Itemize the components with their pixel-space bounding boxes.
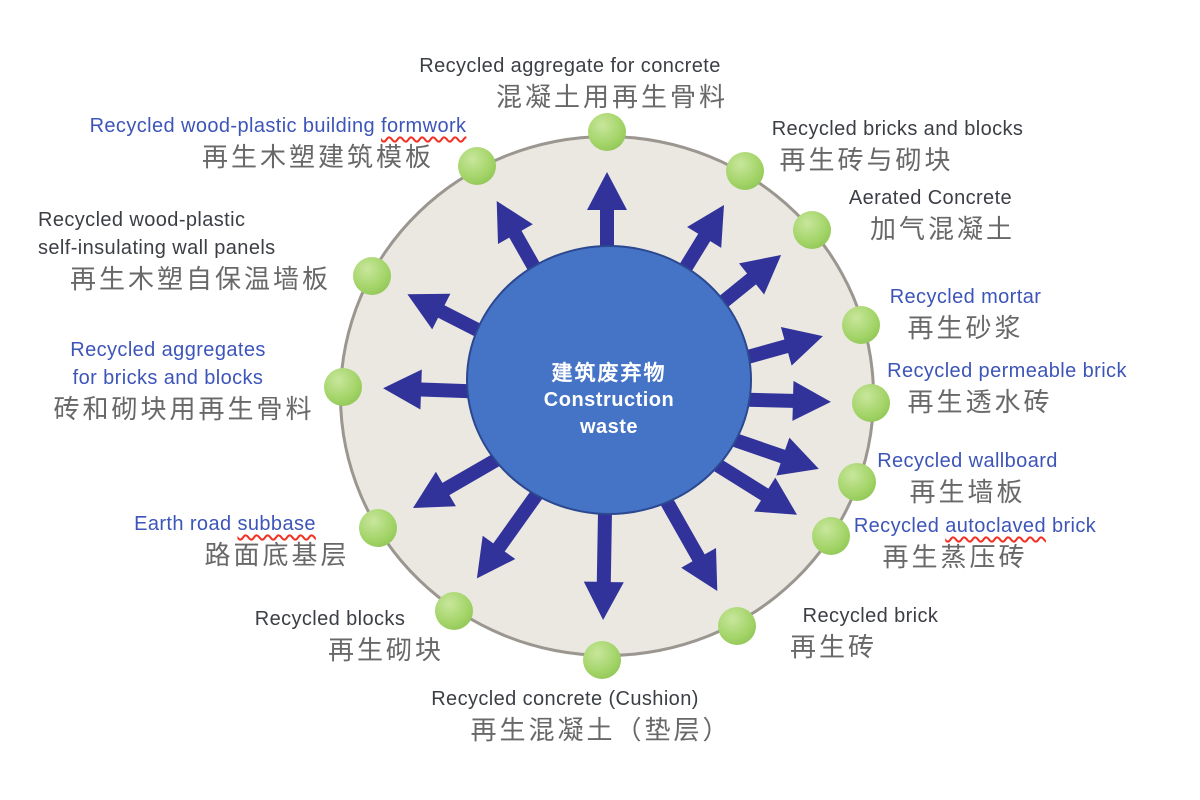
label-en: Recycled autoclaved brick [830, 512, 1120, 540]
node-dot [793, 210, 832, 249]
node-dot [359, 509, 398, 547]
label-zh: 砖和砌块用再生骨料 [53, 394, 315, 424]
label-recycled-permeable-brick: Recycled permeable brick 再生透水砖 [862, 357, 1152, 419]
hub-title-en-line2: waste [579, 415, 639, 438]
label-text: Recycled concrete (Cushion) [431, 688, 699, 710]
label-text: for bricks and blocks [72, 367, 264, 389]
label-text: Recycled blocks [254, 608, 406, 630]
label-recycled-concrete-cushion: Recycled concrete (Cushion) 再生混凝土（垫层） [390, 685, 740, 747]
label-recycled-aggregates-for-bricks-and-blocks: Recycled aggregates for bricks and block… [28, 336, 311, 426]
misspelled-word: autoclaved [945, 515, 1046, 537]
label-recycled-wood-plastic-self-insulating-wall-panels: Recycled wood-plastic self-insulating wa… [38, 206, 331, 296]
label-aerated-concrete: Aerated Concrete 加气混凝土 [833, 184, 1028, 246]
misspelled-word: formwork [381, 115, 467, 137]
node-dot [458, 147, 496, 186]
node-dot [811, 516, 850, 555]
label-text: Earth road [134, 513, 238, 535]
label-en: Recycled mortar [868, 283, 1063, 311]
label-recycled-wallboard: Recycled wallboard 再生墙板 [860, 447, 1075, 509]
label-text: Aerated Concrete [848, 187, 1013, 209]
node-dot [434, 591, 473, 630]
label-recycled-brick: Recycled brick 再生砖 [778, 602, 963, 664]
label-zh: 再生砖 [789, 632, 877, 662]
label-zh: 再生混凝土（垫层） [470, 715, 732, 745]
label-text: Recycled mortar [889, 286, 1042, 308]
node-dot [837, 462, 876, 501]
label-en: Aerated Concrete [833, 184, 1028, 212]
misspelled-word: subbase [237, 513, 316, 535]
label-en: Recycled wood-plastic [38, 206, 331, 234]
label-zh: 再生砂浆 [907, 313, 1024, 343]
node-dot [725, 151, 764, 190]
label-en: Recycled bricks and blocks [750, 115, 1045, 143]
label-recycled-autoclaved-brick: Recycled autoclaved brick 再生蒸压砖 [830, 512, 1120, 574]
center-hub: 建筑废弃物 Construction waste [466, 245, 752, 515]
label-text: brick [1045, 515, 1097, 537]
label-zh: 路面底基层 [204, 540, 350, 570]
node-dot [842, 306, 881, 345]
label-en: self-insulating wall panels [38, 234, 331, 262]
label-zh: 加气混凝土 [869, 214, 1015, 244]
label-en: Recycled brick [778, 602, 963, 630]
label-en: Recycled aggregate for concrete [340, 52, 800, 80]
label-en: Recycled wallboard [860, 447, 1075, 475]
label-zh: 混凝土用再生骨料 [495, 82, 728, 112]
node-dot [324, 367, 363, 406]
label-en: Recycled permeable brick [862, 357, 1152, 385]
label-en: Recycled aggregates [28, 336, 308, 364]
label-en: Earth road subbase [95, 510, 355, 538]
label-recycled-blocks: Recycled blocks 再生砌块 [210, 605, 450, 667]
label-text: Recycled wood-plastic [38, 209, 246, 231]
label-zh: 再生墙板 [909, 477, 1026, 507]
label-text: Recycled aggregates [70, 339, 266, 361]
label-text: Recycled permeable brick [887, 360, 1127, 382]
label-en: Recycled blocks [210, 605, 450, 633]
label-text: self-insulating wall panels [38, 237, 276, 259]
node-dot [588, 113, 626, 151]
hub-title-en-line1: Construction [543, 388, 675, 411]
label-zh: 再生透水砖 [907, 387, 1053, 417]
label-text: Recycled bricks and blocks [771, 118, 1024, 140]
node-dot [717, 606, 756, 645]
label-text: Recycled [853, 515, 946, 537]
hub-title-zh: 建筑废弃物 [551, 361, 667, 385]
label-earth-road-subbase: Earth road subbase 路面底基层 [95, 510, 355, 572]
node-dot [352, 257, 391, 296]
label-text: Recycled wallboard [877, 450, 1058, 472]
label-text: Recycled aggregate for concrete [419, 55, 721, 77]
label-recycled-mortar: Recycled mortar 再生砂浆 [868, 283, 1063, 345]
node-dot [583, 640, 622, 679]
label-zh: 再生蒸压砖 [882, 542, 1028, 572]
label-recycled-wood-plastic-building-formwork: Recycled wood-plastic building formwork … [28, 112, 528, 174]
label-text: Recycled wood-plastic building [89, 115, 381, 137]
label-en: Recycled concrete (Cushion) [390, 685, 740, 713]
label-recycled-bricks-and-blocks: Recycled bricks and blocks 再生砖与砌块 [750, 115, 1045, 177]
label-zh: 再生木塑自保温墙板 [70, 264, 332, 294]
label-text: Recycled brick [802, 605, 939, 627]
label-en: for bricks and blocks [28, 364, 308, 392]
node-dot [851, 383, 890, 422]
label-zh: 再生木塑建筑模板 [201, 142, 434, 172]
label-en: Recycled wood-plastic building formwork [28, 112, 528, 140]
label-recycled-aggregate-for-concrete: Recycled aggregate for concrete 混凝土用再生骨料 [340, 52, 800, 114]
label-zh: 再生砖与砌块 [779, 145, 954, 175]
label-zh: 再生砌块 [327, 635, 444, 665]
